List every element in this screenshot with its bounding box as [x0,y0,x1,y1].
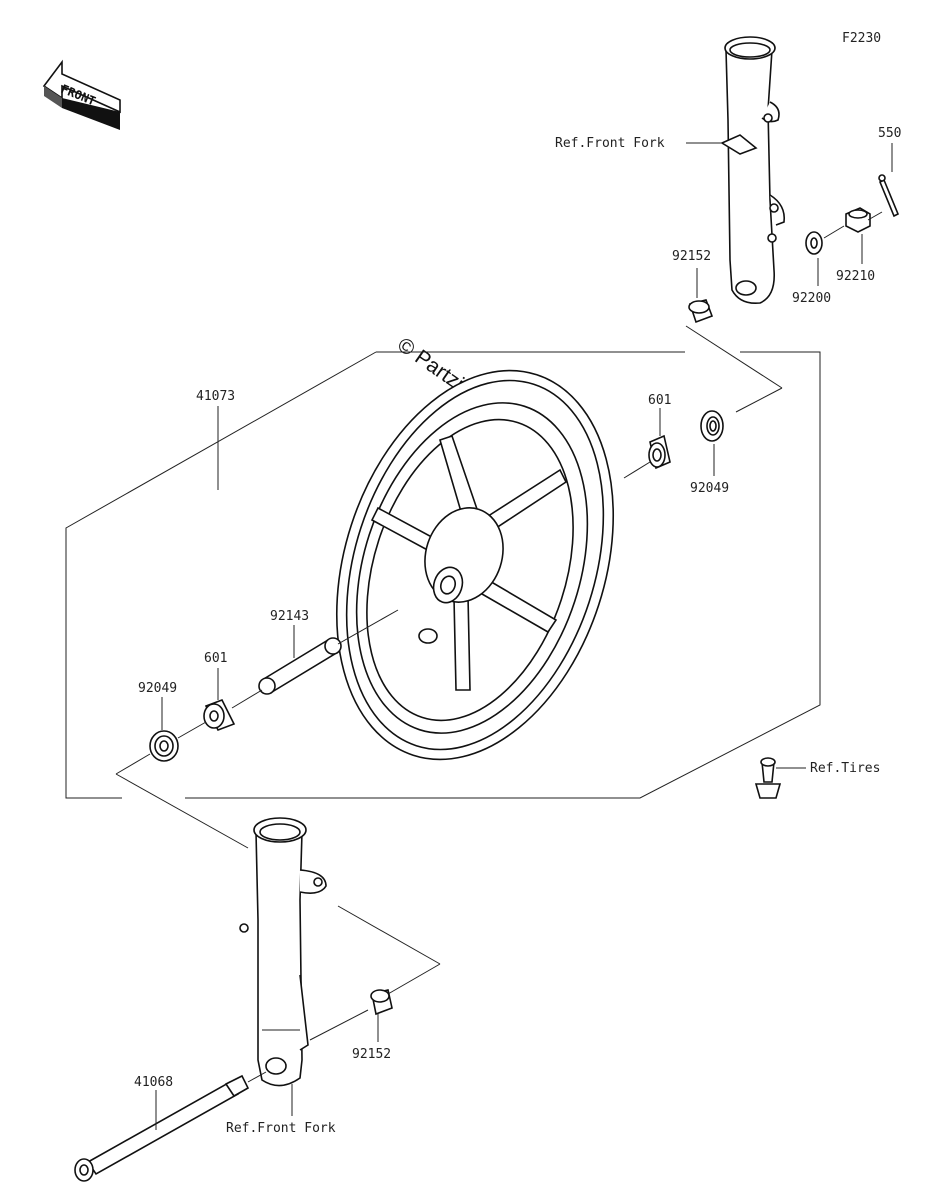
label-92152-top: 92152 [672,249,711,264]
label-41068: 41068 [134,1075,173,1090]
oil-seal-left-icon [149,730,179,762]
distance-collar-icon [258,637,342,695]
label-601-left: 601 [204,651,227,666]
label-92049-right: 92049 [690,481,729,496]
front-wheel [335,369,615,761]
label-ref-front-fork-bottom: Ref.Front Fork [226,1121,336,1136]
axle-nut-icon [845,207,871,233]
front-fork-left [239,817,327,1087]
label-41073: 41073 [196,389,235,404]
front-fork-right [720,36,786,305]
spacer-left-icon [203,698,236,732]
oil-seal-icon [700,410,724,442]
label-ref-front-fork-top: Ref.Front Fork [555,136,665,151]
label-601-right: 601 [648,393,671,408]
assembly-outline [65,351,821,799]
washer-icon [805,231,823,255]
label-92143: 92143 [270,609,309,624]
front-arrow-icon: FRONT [42,59,121,130]
label-92210: 92210 [836,269,875,284]
label-ref-tires: Ref.Tires [810,761,880,776]
front-axle-icon [74,1074,250,1182]
collar-icon [688,299,714,324]
label-92049-left: 92049 [138,681,177,696]
label-550: 550 [878,126,901,141]
tire-valve-icon [754,757,782,799]
collar-bottom-icon [370,989,393,1016]
cotter-pin-icon [878,174,900,218]
label-92152-bottom: 92152 [352,1047,391,1062]
diagram-code: F2230 [842,31,881,46]
spacer-icon [648,434,671,470]
label-92200: 92200 [792,291,831,306]
